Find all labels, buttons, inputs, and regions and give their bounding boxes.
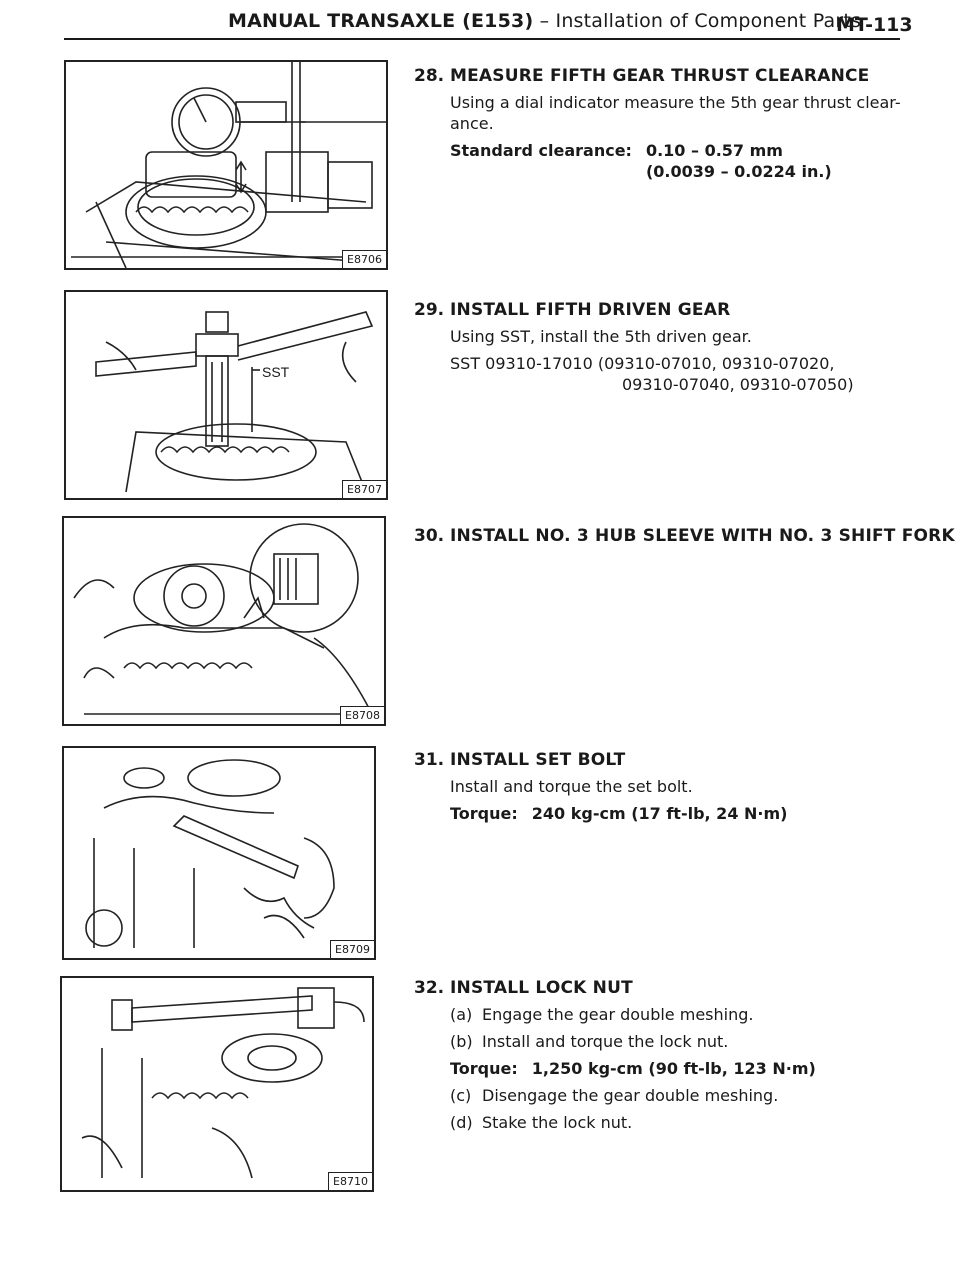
figure-code: E8706: [342, 250, 386, 268]
figure-code: E8708: [340, 706, 384, 724]
step-30: 30. INSTALL NO. 3 HUB SLEEVE WITH NO. 3 …: [414, 526, 955, 556]
step-text: Using SST, install the 5th driven gear.: [450, 327, 752, 346]
sub-item: (c) Disengage the gear double meshing.: [450, 1085, 910, 1106]
step-32: 32. INSTALL LOCK NUT (a) Engage the gear …: [414, 978, 914, 1178]
step-29: 29. INSTALL FIFTH DRIVEN GEAR Using SST,…: [414, 300, 914, 410]
step-body: Install and torque the set bolt. Torque:…: [450, 776, 910, 824]
step-heading: INSTALL SET BOLT: [450, 750, 626, 770]
figure-set-bolt: E8709: [62, 746, 376, 960]
sub-item: (a) Engage the gear double meshing.: [450, 1004, 910, 1025]
page-title: MANUAL TRANSAXLE (E153) – Installation o…: [228, 10, 861, 32]
page-number: MT-113: [836, 14, 913, 36]
sub-item-mark: (b): [450, 1032, 473, 1051]
spec-label: Torque:: [450, 1059, 518, 1078]
sub-item-text: Engage the gear double meshing.: [482, 1005, 754, 1024]
header-rule: [64, 38, 900, 40]
spec-value-group: 0.10 – 0.57 mm (0.0039 – 0.0224 in.): [632, 140, 832, 182]
sub-item-text: Stake the lock nut.: [482, 1113, 633, 1132]
spec-label: Torque:: [450, 804, 518, 823]
figure-code: E8709: [330, 940, 374, 958]
sub-item-mark: (c): [450, 1086, 472, 1105]
spec-label: Standard clearance:: [450, 141, 632, 160]
step-number: 30.: [414, 526, 445, 546]
sub-item: (d) Stake the lock nut.: [450, 1112, 910, 1133]
figure-hub-sleeve: E8708: [62, 516, 386, 726]
step-text: Using a dial indicator measure the 5th g…: [450, 93, 901, 133]
figure-lock-nut: E8710: [60, 976, 374, 1192]
spec-value-inch: (0.0039 – 0.0224 in.): [645, 162, 832, 181]
step-heading: INSTALL LOCK NUT: [450, 978, 633, 998]
spec-value: 240 kg-cm (17 ft-lb, 24 N·m): [531, 804, 788, 823]
spec-value: 1,250 kg-cm (90 ft-lb, 123 N·m): [531, 1059, 816, 1078]
spec-value: 0.10 – 0.57 mm: [645, 141, 783, 160]
sst-part-line1: SST 09310-17010 (09310-07010, 09310-0702…: [450, 354, 835, 373]
title-subtitle: Installation of Component Parts: [555, 10, 862, 32]
step-number: 31.: [414, 750, 445, 770]
step-heading: INSTALL NO. 3 HUB SLEEVE WITH NO. 3 SHIF…: [450, 526, 955, 546]
step-28: 28. MEASURE FIFTH GEAR THRUST CLEARANCE …: [414, 66, 914, 206]
sub-item-mark: (a): [450, 1005, 473, 1024]
sub-item-mark: (d): [450, 1113, 473, 1132]
sub-item: (b) Install and torque the lock nut.: [450, 1031, 910, 1052]
step-heading: MEASURE FIFTH GEAR THRUST CLEARANCE: [450, 66, 870, 86]
sub-item-text: Disengage the gear double meshing.: [482, 1086, 779, 1105]
spec-row: Standard clearance: 0.10 – 0.57 mm (0.00…: [450, 140, 910, 182]
sst-label: SST: [262, 364, 290, 380]
step-heading: INSTALL FIFTH DRIVEN GEAR: [450, 300, 731, 320]
step-number: 28.: [414, 66, 445, 86]
step-body: Using a dial indicator measure the 5th g…: [450, 92, 910, 182]
spec-row: Torque: 240 kg-cm (17 ft-lb, 24 N·m): [450, 803, 910, 824]
step-number: 32.: [414, 978, 445, 998]
step-text: Install and torque the set bolt.: [450, 777, 693, 796]
step-31: 31. INSTALL SET BOLT Install and torque …: [414, 750, 914, 850]
page-header: MANUAL TRANSAXLE (E153) – Installation o…: [0, 0, 960, 44]
sst-part-line2: 09310-07040, 09310-07050): [622, 375, 854, 394]
sub-item-text: Install and torque the lock nut.: [482, 1032, 729, 1051]
figure-dial-indicator: E8706: [64, 60, 388, 270]
step-body: Using SST, install the 5th driven gear. …: [450, 326, 910, 395]
figure-code: E8710: [328, 1172, 372, 1190]
step-number: 29.: [414, 300, 445, 320]
title-separator: –: [533, 10, 556, 32]
figure-sst-install: SST E8707: [64, 290, 388, 500]
spec-row: Torque: 1,250 kg-cm (90 ft-lb, 123 N·m): [450, 1058, 910, 1079]
title-main: MANUAL TRANSAXLE (E153): [228, 10, 534, 32]
figure-code: E8707: [342, 480, 386, 498]
step-body: (a) Engage the gear double meshing. (b) In…: [450, 1004, 910, 1139]
